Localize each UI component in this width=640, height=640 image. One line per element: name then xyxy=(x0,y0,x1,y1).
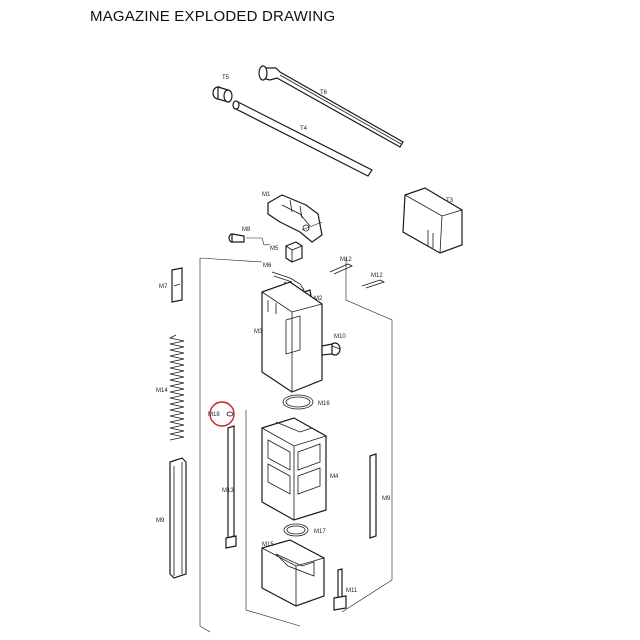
label-m11: M11 xyxy=(346,588,358,594)
label-t6: T6 xyxy=(320,90,328,96)
label-m13: M13 xyxy=(222,488,234,494)
label-m9a: M9 xyxy=(156,518,165,524)
part-t6-rod[interactable] xyxy=(258,65,404,148)
frame-inner xyxy=(245,410,301,627)
part-t5-bushing[interactable] xyxy=(212,86,233,103)
label-m5: M5 xyxy=(270,246,279,252)
part-m15-base[interactable] xyxy=(261,539,325,607)
label-m15: M15 xyxy=(262,542,274,548)
label-t5: T5 xyxy=(222,75,230,81)
label-m8: M8 xyxy=(242,227,251,233)
label-m9b: M9 xyxy=(382,496,391,502)
frame-right xyxy=(301,221,393,613)
part-m5-block[interactable] xyxy=(285,241,303,263)
part-m14-spring[interactable] xyxy=(168,334,185,441)
label-m6: M6 xyxy=(263,263,272,269)
label-t4: T4 xyxy=(300,126,308,132)
part-m1-latch[interactable] xyxy=(267,194,323,243)
part-m7[interactable] xyxy=(171,267,183,303)
frame-left xyxy=(199,257,263,633)
part-m12-spring-a[interactable] xyxy=(329,263,353,275)
label-m1: M1 xyxy=(262,192,271,198)
part-m10-screw[interactable] xyxy=(321,342,341,356)
label-m10: M10 xyxy=(334,334,346,340)
label-m3: M3 xyxy=(254,329,263,335)
part-m18-washer[interactable] xyxy=(209,401,235,427)
label-m14: M14 xyxy=(156,388,168,394)
part-m13-pin[interactable] xyxy=(225,425,237,549)
part-m12-spring-b[interactable] xyxy=(361,279,386,289)
diagram-title: MAGAZINE EXPLODED DRAWING xyxy=(90,8,336,25)
part-m8-pin[interactable] xyxy=(228,233,245,243)
part-m3-body[interactable] xyxy=(261,281,323,393)
leader-m8 xyxy=(246,237,271,246)
label-m12b: M12 xyxy=(371,273,383,279)
part-m11-screw[interactable] xyxy=(333,568,347,611)
part-t4-rod[interactable] xyxy=(232,100,373,177)
label-t3: T3 xyxy=(446,198,454,204)
part-m16-ring[interactable] xyxy=(282,394,314,410)
label-m4: M4 xyxy=(330,474,339,480)
part-m9-rod-right[interactable] xyxy=(369,453,377,539)
label-m7: M7 xyxy=(159,284,168,290)
label-m16: M16 xyxy=(318,401,330,407)
label-m2: M2 xyxy=(314,296,323,302)
part-m9-strip-left[interactable] xyxy=(169,457,187,579)
part-t3-block[interactable] xyxy=(402,187,463,254)
part-m17-ring[interactable] xyxy=(283,523,309,537)
label-m17: M17 xyxy=(314,529,326,535)
part-m4-cage[interactable] xyxy=(261,417,327,521)
label-m18: M18 xyxy=(208,412,220,418)
